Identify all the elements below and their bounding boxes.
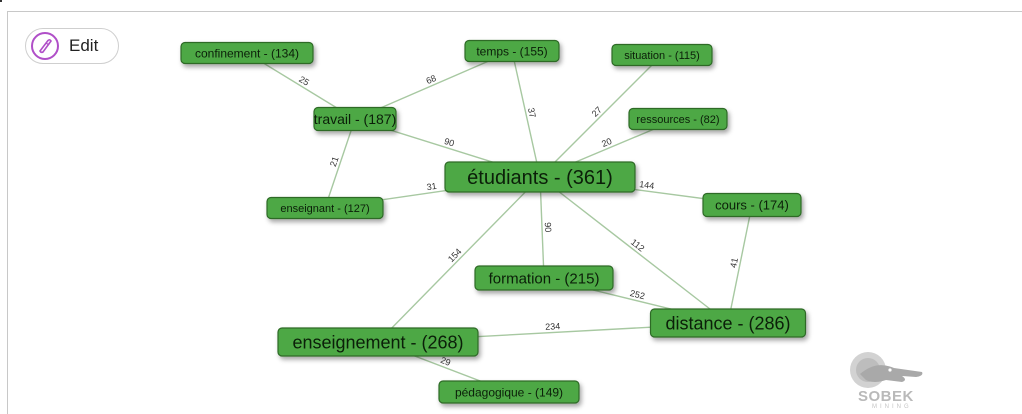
edge-etudiants-enseignement: 154 <box>377 176 541 343</box>
edit-button[interactable]: Edit <box>25 28 119 64</box>
node-label: confinement - (134) <box>195 46 299 60</box>
node-box[interactable] <box>474 265 614 291</box>
node-ressources[interactable]: ressources - (82) <box>628 107 728 131</box>
node-label: temps - (155) <box>476 44 547 58</box>
nodes-layer: étudiants - (361) confinement - (134) temp… <box>180 39 807 404</box>
node-box[interactable] <box>313 106 397 132</box>
edge-temps-etudiants: 37 <box>511 50 541 178</box>
node-label: enseignant - (127) <box>280 203 369 215</box>
edge-line <box>377 176 541 343</box>
sobek-crocodile-icon <box>850 352 923 388</box>
edge-line <box>727 204 753 324</box>
edge-line <box>539 54 663 178</box>
node-confinement[interactable]: confinement - (134) <box>180 41 314 65</box>
node-box[interactable] <box>464 39 560 63</box>
node-label: travail - (187) <box>314 111 396 127</box>
node-box[interactable] <box>180 41 314 65</box>
node-label: ressources - (82) <box>636 114 719 126</box>
node-label: distance - (286) <box>665 313 790 333</box>
edge-weight-label: 29 <box>439 355 452 368</box>
edge-etudiants-formation: 90 <box>539 176 553 279</box>
edge-weight-label: 154 <box>446 246 464 264</box>
edit-label: Edit <box>69 36 99 55</box>
edge-weight-label: 37 <box>526 107 538 119</box>
node-distance[interactable]: distance - (286) <box>649 308 807 338</box>
canvas-frame <box>7 11 1022 414</box>
node-box[interactable] <box>438 380 580 404</box>
edge-weight-label: 68 <box>425 73 438 86</box>
edge-cours-distance: 41 <box>727 204 753 324</box>
node-enseignant[interactable]: enseignant - (127) <box>266 196 384 220</box>
edge-weight-label: 144 <box>639 179 655 191</box>
edge-line <box>539 176 545 279</box>
node-label: pédagogique - (149) <box>455 385 563 399</box>
edge-weight-label: 252 <box>629 288 646 301</box>
corner-dot <box>0 0 2 2</box>
edge-weight-label: 27 <box>590 105 604 119</box>
edge-line <box>511 50 541 178</box>
node-formation[interactable]: formation - (215) <box>474 265 614 291</box>
edge-weight-label: 112 <box>629 237 646 254</box>
edge-weight-label: 20 <box>600 136 613 149</box>
edge-weight-label: 21 <box>328 155 341 168</box>
node-enseignement[interactable]: enseignement - (268) <box>277 327 479 357</box>
node-box[interactable] <box>277 327 479 357</box>
edge-weight-label: 234 <box>545 321 561 332</box>
node-temps[interactable]: temps - (155) <box>464 39 560 63</box>
node-situation[interactable]: situation - (115) <box>611 43 713 67</box>
edge-line <box>324 118 356 209</box>
edge-weight-label: 90 <box>543 222 553 232</box>
pencil-circle-icon <box>31 32 59 60</box>
edge-weight-label: 90 <box>443 136 456 149</box>
edge-weight-label: 31 <box>426 181 437 192</box>
node-box[interactable] <box>611 43 713 67</box>
logo-subtitle: MINING <box>872 404 912 410</box>
node-box[interactable] <box>649 308 807 338</box>
node-box[interactable] <box>628 107 728 131</box>
node-box[interactable] <box>444 161 636 193</box>
node-box[interactable] <box>702 192 802 218</box>
node-etudiants[interactable]: étudiants - (361) <box>444 161 636 193</box>
node-label: situation - (115) <box>624 50 700 62</box>
node-travail[interactable]: travail - (187) <box>313 106 397 132</box>
node-label: formation - (215) <box>489 270 600 287</box>
edge-line <box>539 176 729 324</box>
node-label: enseignement - (268) <box>292 332 463 352</box>
edge-weight-label: 41 <box>728 257 740 269</box>
logo-name: SOBEK <box>858 388 914 405</box>
node-cours[interactable]: cours - (174) <box>702 192 802 218</box>
node-label: étudiants - (361) <box>467 167 613 189</box>
node-box[interactable] <box>266 196 384 220</box>
node-label: cours - (174) <box>715 198 789 213</box>
edge-travail-enseignant: 21 <box>324 118 356 209</box>
node-pedagogique[interactable]: pédagogique - (149) <box>438 380 580 404</box>
edge-etudiants-distance: 112 <box>539 176 729 324</box>
edge-weight-label: 25 <box>297 74 311 88</box>
